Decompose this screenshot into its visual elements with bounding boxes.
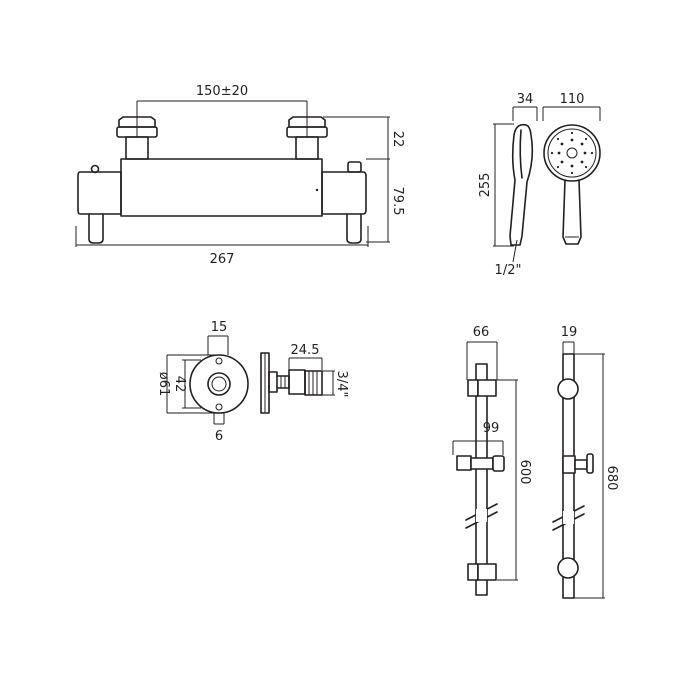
rail-diameter-dimension: 19	[561, 325, 578, 340]
riser-rail-front	[562, 353, 575, 599]
plate-diameter-dimension: ø61	[156, 372, 171, 397]
overall-width-dimension: 267	[210, 252, 235, 267]
centres-dimension-line	[136, 100, 308, 117]
handset-depth-dimension: 34	[517, 92, 534, 107]
flow-button	[347, 161, 362, 173]
plate-inner-dimension: 42	[172, 376, 187, 393]
thread-dimension: 3/4"	[334, 371, 349, 398]
bracket-depth-dimension: 66	[473, 325, 490, 340]
head-diameter-dimension: 110	[560, 92, 585, 107]
bottom-bracket	[467, 563, 479, 581]
handset-connection-dimension: 1/2"	[495, 263, 522, 278]
centres-dimension: 150±20	[196, 84, 248, 99]
overall-length-dimension: 680	[604, 466, 619, 491]
inlet-height-dimension: 22	[390, 131, 405, 148]
riser-rail-drawing: 66 99 600 19	[452, 325, 619, 599]
thermostatic-valve-drawing: 150±20 22 79.5	[75, 84, 405, 267]
left-end-cap	[77, 171, 122, 215]
valve-body	[120, 158, 323, 217]
left-inlet-nut	[116, 116, 158, 160]
fixing-centres-dimension: 600	[517, 460, 532, 485]
top-bracket	[467, 379, 479, 397]
elbow-length-dimension: 24.5	[291, 343, 320, 358]
outlet-elbow-drawing: 15 ø61 42 6	[156, 320, 349, 444]
right-end-cap	[321, 171, 367, 215]
screw-dimension: 6	[215, 429, 223, 444]
body-height-dimension: 79.5	[390, 187, 405, 216]
riser-rail	[475, 363, 488, 596]
slider-depth-dimension: 99	[483, 421, 500, 436]
handset-length-dimension: 255	[478, 173, 493, 198]
elbow-offset-dimension: 15	[211, 320, 228, 335]
elbow-nut	[288, 369, 306, 395]
temperature-button	[90, 164, 100, 174]
handset-drawing: 34 110 255 1/2"	[478, 92, 601, 278]
right-inlet-nut	[286, 116, 328, 160]
slider-holder	[456, 455, 472, 471]
